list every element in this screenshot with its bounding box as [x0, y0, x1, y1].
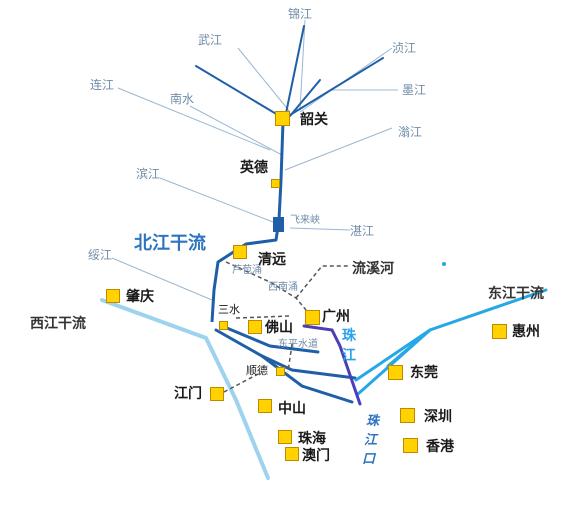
marker-zhaoqing: [106, 289, 120, 303]
label-dongping: 东平水道: [278, 339, 318, 350]
leader-wengjiang: [284, 127, 393, 171]
label-wujiang: 武江: [198, 33, 223, 47]
label-zhujiang-2: 江: [342, 347, 356, 363]
river-jinjiang: [284, 25, 305, 119]
marker-shaoguan: [275, 111, 290, 126]
label-macau: 澳门: [302, 447, 330, 463]
marker-macau: [285, 447, 299, 461]
label-hongkong: 香港: [426, 438, 454, 454]
label-shunde: 顺德: [246, 365, 268, 377]
label-sanshui: 三水: [218, 304, 240, 316]
leader-zhanjiang: [289, 227, 351, 231]
label-zhongshan: 中山: [278, 400, 306, 416]
label-zhanjiang: 湛江: [350, 224, 375, 238]
river-beijiang: [210, 121, 285, 323]
marker-guangzhou: [305, 310, 320, 325]
river-xijiang: [100, 298, 270, 480]
label-zhuhai: 珠海: [298, 430, 326, 446]
label-jinjiang: 锦江: [288, 7, 313, 21]
label-luboyong: 芦苞涌: [232, 265, 262, 276]
river-zhenjiang: [289, 57, 384, 116]
marker-foshan: [248, 320, 262, 334]
river-wujiang: [195, 65, 284, 119]
label-yingde: 英德: [240, 159, 268, 175]
marker-qingyuan: [233, 245, 247, 259]
label-wengjiang: 滃江: [398, 125, 423, 139]
channel-liuxi: [295, 265, 350, 299]
label-zhujiang-1: 珠: [342, 327, 356, 343]
label-liuxi: 流溪河: [352, 260, 394, 276]
label-dongjiang-main: 东江干流: [488, 285, 544, 301]
delta-waterways: [214, 324, 357, 404]
map-dot: [442, 262, 446, 266]
marker-hongkong: [403, 438, 418, 453]
label-suijiang: 绥江: [88, 248, 113, 262]
river-shunde-channel: [260, 354, 354, 404]
label-lianjiang: 连江: [90, 78, 115, 92]
label-xinanyong: 西南涌: [268, 282, 298, 293]
marker-jiangmen: [210, 387, 224, 401]
marker-huizhou: [492, 324, 507, 339]
river-dongjiang: [354, 288, 548, 396]
channel-jiangmen: [223, 371, 263, 393]
label-beijiang-main: 北江干流: [134, 233, 206, 253]
marker-dongguan: [388, 365, 403, 380]
feilaixia-dam: [273, 217, 284, 232]
label-guangzhou: 广州: [322, 308, 350, 324]
label-foshan: 佛山: [265, 319, 293, 335]
label-mojiang: 墨江: [402, 83, 427, 97]
leader-binjiang: [159, 177, 274, 223]
channel-link: [287, 343, 293, 373]
label-nanshui: 南水: [170, 92, 195, 106]
label-estuary-1: 珠: [366, 413, 380, 428]
leader-suijiang: [111, 257, 213, 301]
label-binjiang: 滨江: [136, 167, 161, 181]
label-feilaixia: 飞来峡: [290, 215, 320, 226]
label-zhenjiang: 浈江: [392, 41, 417, 55]
leader-jinjiang: [299, 19, 306, 111]
leader-lianjiang: [117, 87, 271, 151]
leader-nanshui: [189, 105, 283, 156]
label-dongguan: 东莞: [410, 364, 438, 380]
river-dongping: [220, 324, 320, 354]
label-huizhou: 惠州: [512, 323, 540, 339]
upper-tributaries: [195, 25, 384, 119]
leader-lines: [111, 19, 398, 301]
river-zhujiang: [302, 324, 362, 406]
label-zhaoqing: 肇庆: [126, 288, 154, 304]
leader-wujiang: [237, 47, 291, 113]
marker-zhuhai: [278, 430, 292, 444]
channel-xinanyong: [235, 315, 291, 319]
label-estuary-2: 江: [364, 432, 378, 447]
label-qingyuan: 清远: [258, 251, 286, 267]
marker-zhongshan: [258, 399, 272, 413]
label-shenzhen: 深圳: [424, 408, 452, 424]
channel-luboyong: [225, 261, 307, 311]
label-jiangmen: 江门: [174, 385, 202, 401]
label-xijiang-main: 西江干流: [30, 315, 86, 331]
river-mojiang: [289, 79, 321, 117]
dashed-channels: [223, 261, 350, 393]
marker-shenzhen: [400, 408, 415, 423]
marker-yingde: [271, 179, 280, 188]
river-delta-main: [214, 328, 357, 380]
label-shaoguan: 韶关: [300, 111, 328, 127]
label-estuary-3: 口: [362, 451, 376, 466]
marker-shunde: [276, 367, 285, 376]
marker-sanshui: [219, 321, 228, 330]
